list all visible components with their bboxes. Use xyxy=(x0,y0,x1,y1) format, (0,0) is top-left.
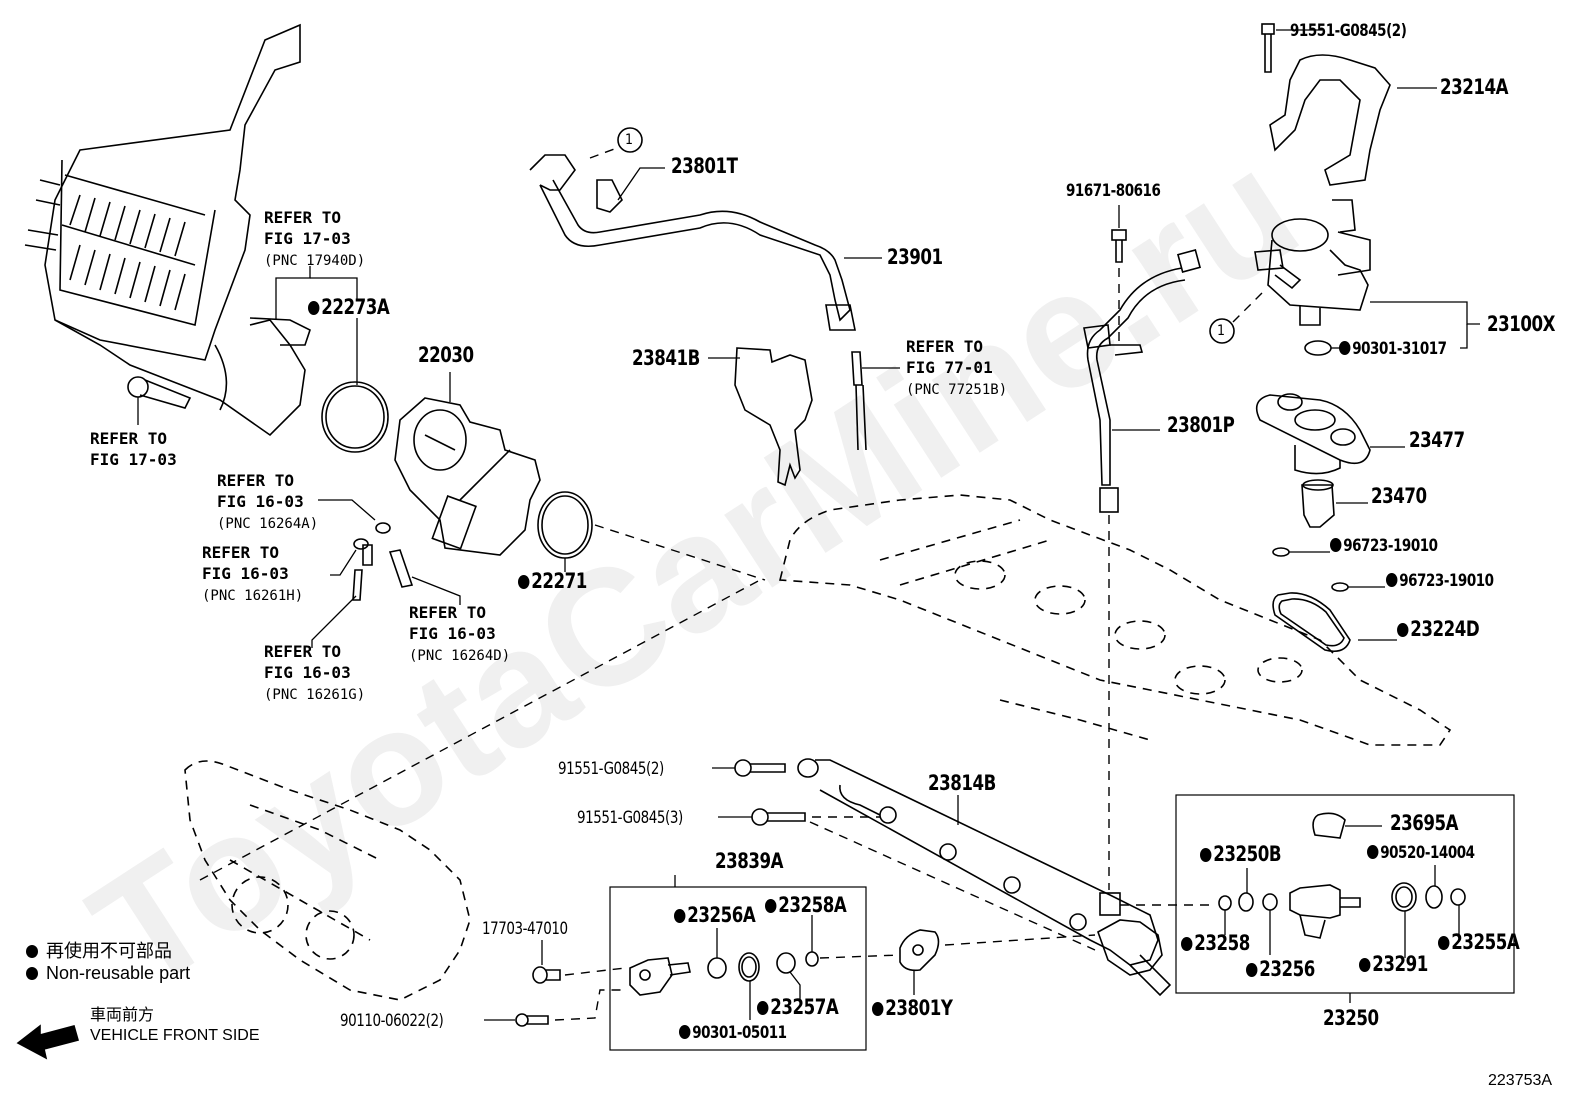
reference-note[interactable]: REFER TO FIG 16-03 (PNC 16264A) xyxy=(217,470,318,535)
part-label[interactable]: 23477 xyxy=(1409,428,1465,452)
part-label[interactable]: 23695A xyxy=(1390,811,1459,835)
cylinder-head-drawing xyxy=(778,494,1452,746)
front-side-jp: 車両前方 xyxy=(90,1007,155,1024)
reference-line: FIG 17-03 xyxy=(90,450,177,469)
legend-jp: 再使用不可部品 xyxy=(46,941,172,961)
bracket-23214A-drawing xyxy=(1261,23,1437,186)
reference-line: FIG 77-01 xyxy=(906,358,993,377)
reference-line: REFER TO xyxy=(264,208,342,227)
intake-manifold-drawing xyxy=(184,760,471,1001)
reference-line: FIG 16-03 xyxy=(202,564,289,583)
non-reusable-dot-icon xyxy=(26,945,38,958)
part-label-non-reusable[interactable]: 96723-19010 xyxy=(1386,570,1494,592)
reference-line: REFER TO xyxy=(90,429,168,448)
part-label-non-reusable[interactable]: 22271 xyxy=(518,570,587,592)
reference-line: FIG 16-03 xyxy=(217,492,304,511)
part-label-non-reusable[interactable]: 23258A xyxy=(765,894,847,916)
reference-note[interactable]: REFER TO FIG 17-03 xyxy=(90,428,177,470)
reference-note[interactable]: REFER TO FIG 17-03 (PNC 17940D) xyxy=(264,207,365,272)
legend-front-side: 車両前方 VEHICLE FRONT SIDE xyxy=(90,1006,260,1046)
part-label[interactable]: 23814B xyxy=(928,771,996,795)
intercooler-drawing xyxy=(24,23,311,437)
part-label[interactable]: 23100X xyxy=(1487,312,1556,336)
throttle-body-drawing xyxy=(394,372,541,556)
part-label-non-reusable[interactable]: 23255A xyxy=(1438,931,1520,953)
reference-pnc: (PNC 16264A) xyxy=(217,516,319,532)
kit-23839A-box xyxy=(609,886,867,1051)
kit-23250-box xyxy=(1175,794,1515,994)
part-label-non-reusable[interactable]: 22273A xyxy=(308,296,390,318)
bracket-23841B-drawing xyxy=(734,347,813,487)
reference-pnc: (PNC 17940D) xyxy=(264,253,366,269)
reference-line: REFER TO xyxy=(264,642,342,661)
part-label-non-reusable[interactable]: 23250B xyxy=(1200,843,1281,865)
part-label-non-reusable[interactable]: 23256A xyxy=(674,904,756,926)
part-label[interactable]: 17703-47010 xyxy=(482,919,568,939)
part-label-non-reusable[interactable]: 23256 xyxy=(1246,958,1315,980)
reference-line: FIG 16-03 xyxy=(409,624,496,643)
part-label[interactable]: 23841B xyxy=(632,346,700,370)
reference-line: FIG 16-03 xyxy=(264,663,351,682)
reference-line: FIG 17-03 xyxy=(264,229,351,248)
reference-pnc: (PNC 16261G) xyxy=(264,687,366,703)
reference-pnc: (PNC 77251B) xyxy=(906,382,1008,398)
part-label-non-reusable[interactable]: 90520-14004 xyxy=(1367,842,1475,864)
part-label-non-reusable[interactable]: 90301-31017 xyxy=(1339,338,1447,360)
reference-note[interactable]: REFER TO FIG 16-03 (PNC 16261G) xyxy=(264,641,365,706)
part-label-non-reusable[interactable]: 23224D xyxy=(1397,618,1479,640)
part-label[interactable]: 23839A xyxy=(715,849,784,873)
fuel-hose-drawing xyxy=(529,154,856,331)
part-label[interactable]: 91551-G0845(3) xyxy=(577,808,683,828)
flange-23477-drawing xyxy=(1255,393,1405,653)
part-label[interactable]: 23214A xyxy=(1440,75,1509,99)
part-label[interactable]: 91551-G0845(2) xyxy=(558,759,664,779)
reference-line: REFER TO xyxy=(906,337,984,356)
reference-line: REFER TO xyxy=(202,543,280,562)
reference-line: REFER TO xyxy=(217,471,295,490)
part-label[interactable]: 91671-80616 xyxy=(1066,181,1161,201)
part-label[interactable]: 90110-06022(2) xyxy=(340,1011,444,1031)
reference-note[interactable]: REFER TO FIG 77-01 (PNC 77251B) xyxy=(906,336,1007,401)
callout-marker: 1 xyxy=(1217,323,1225,339)
reference-pnc: (PNC 16261H) xyxy=(202,588,304,604)
kit-23839A-parts xyxy=(629,951,819,996)
part-label-non-reusable[interactable]: 23801Y xyxy=(872,997,953,1019)
front-side-en: VEHICLE FRONT SIDE xyxy=(90,1027,260,1044)
gasket-22271-shape xyxy=(537,491,593,559)
part-label-non-reusable[interactable]: 96723-19010 xyxy=(1330,535,1438,557)
part-label[interactable]: 23801P xyxy=(1167,413,1235,437)
part-label-non-reusable[interactable]: 23291 xyxy=(1359,953,1428,975)
part-label[interactable]: 23250 xyxy=(1323,1006,1379,1030)
legend-non-reusable: 再使用不可部品 Non-reusable part xyxy=(26,940,190,984)
part-label-non-reusable[interactable]: 23258 xyxy=(1181,932,1250,954)
reference-line: REFER TO xyxy=(409,603,487,622)
callout-marker: 1 xyxy=(625,132,633,148)
part-label[interactable]: 23470 xyxy=(1371,484,1427,508)
reference-note[interactable]: REFER TO FIG 16-03 (PNC 16261H) xyxy=(202,542,303,607)
reference-pnc: (PNC 16264D) xyxy=(409,648,511,664)
non-reusable-dot-icon xyxy=(26,967,38,980)
fuel-rail-drawing xyxy=(797,758,1172,997)
fuel-pipe-23801P-drawing xyxy=(1083,248,1202,513)
part-label[interactable]: 22030 xyxy=(418,343,474,367)
gasket-23801Y-shape xyxy=(899,929,940,972)
front-arrow-shape xyxy=(16,1024,79,1060)
part-label[interactable]: 23901 xyxy=(887,245,943,269)
part-label[interactable]: 91551-G0845(2) xyxy=(1290,21,1407,41)
reference-note[interactable]: REFER TO FIG 16-03 (PNC 16264D) xyxy=(409,602,510,667)
figure-code: 223753A xyxy=(1488,1072,1553,1089)
part-label-non-reusable[interactable]: 90301-05011 xyxy=(679,1022,787,1044)
gasket-22273A-shape xyxy=(321,381,389,453)
legend-en: Non-reusable part xyxy=(46,963,191,983)
fuel-pump-drawing xyxy=(1254,199,1371,356)
arrow-left-icon xyxy=(18,1026,80,1058)
injector-drawing xyxy=(1218,812,1466,939)
part-label-non-reusable[interactable]: 23257A xyxy=(757,996,839,1018)
part-label[interactable]: 23801T xyxy=(671,154,738,178)
